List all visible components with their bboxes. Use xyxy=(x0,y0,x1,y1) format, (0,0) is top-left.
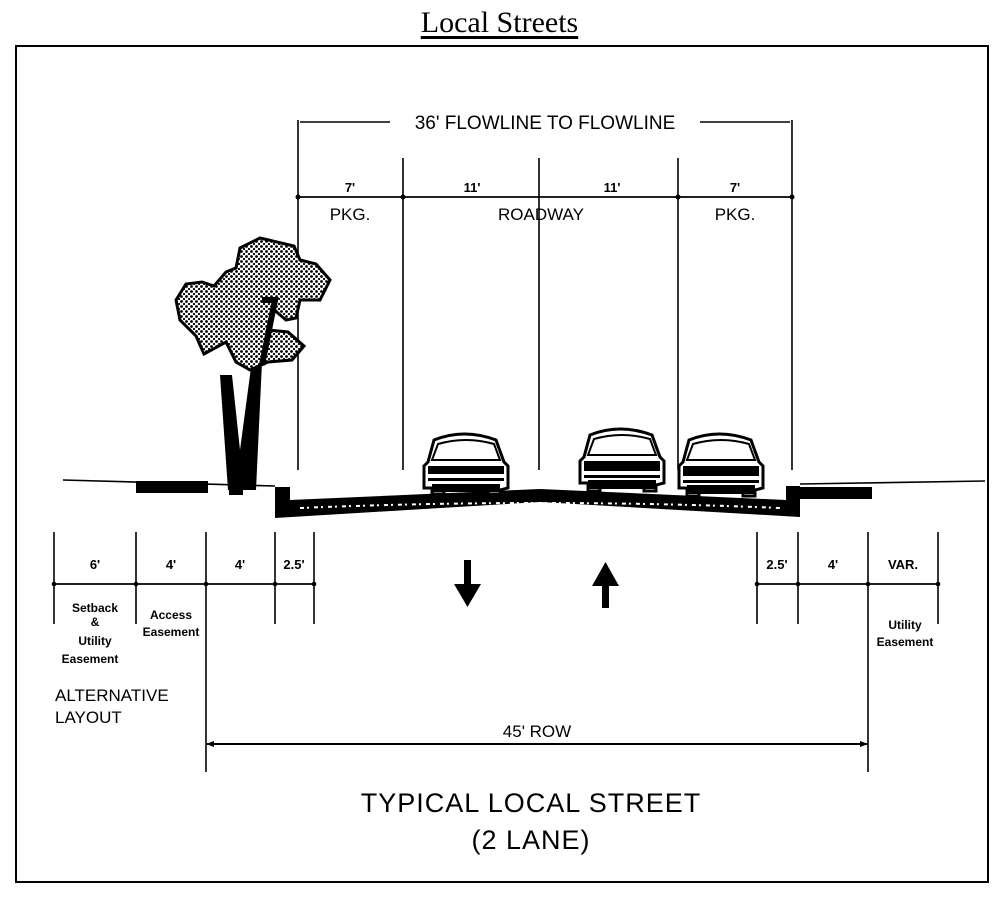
tree-icon xyxy=(174,236,332,490)
note-setback-4: Easement xyxy=(62,652,119,666)
note-access-1: Access xyxy=(150,608,192,622)
up-arrow-icon xyxy=(592,562,619,608)
flowline-dimension: 36' FLOWLINE TO FLOWLINE xyxy=(297,113,793,470)
car-icon xyxy=(578,427,666,493)
note-utility-2: Easement xyxy=(877,635,934,649)
row-dimension-ticks xyxy=(51,532,941,772)
car-icon xyxy=(677,432,765,498)
alternative-layout-label: ALTERNATIVE LAYOUT xyxy=(55,686,169,727)
alt-layout-line-1: ALTERNATIVE xyxy=(55,686,169,705)
dim-sidewalk-right: 4' xyxy=(828,557,838,572)
dim-setback: 6' xyxy=(90,557,100,572)
easement-notes: Setback & Utility Easement Access Easeme… xyxy=(62,601,934,666)
row-dimension-labels: 6' 4' 4' 2.5' 2.5' 4' VAR. xyxy=(90,557,918,572)
car-icon xyxy=(422,432,510,496)
dim-lane-left: 11' xyxy=(464,180,481,195)
dim-curb-left: 2.5' xyxy=(283,557,304,572)
dim-pkg-right: 7' xyxy=(730,180,740,195)
caption-line-2: (2 LANE) xyxy=(471,825,590,855)
row-total-dimension: 45' ROW xyxy=(206,722,868,747)
dim-sidewalk-left: 4' xyxy=(235,557,245,572)
page-title-text: Local Streets xyxy=(420,6,579,39)
dim-utility-right: VAR. xyxy=(888,557,918,572)
diagram-caption: TYPICAL LOCAL STREET (2 LANE) xyxy=(361,788,702,855)
label-pkg-left: PKG. xyxy=(330,205,371,224)
dim-access: 4' xyxy=(166,557,176,572)
row-total-label: 45' ROW xyxy=(503,722,571,741)
caption-line-1: TYPICAL LOCAL STREET xyxy=(361,788,702,818)
note-access-2: Easement xyxy=(143,625,200,639)
flowline-label: 36' FLOWLINE TO FLOWLINE xyxy=(415,113,676,134)
alt-layout-line-2: LAYOUT xyxy=(55,708,122,727)
drawing-frame xyxy=(15,45,989,883)
dim-lane-right: 11' xyxy=(604,180,621,195)
pavement-base xyxy=(299,502,781,509)
lane-dividers xyxy=(402,158,679,470)
lane-dimension-line: 7' 11' 11' 7' PKG. ROADWAY PKG. xyxy=(295,180,795,224)
label-roadway: ROADWAY xyxy=(498,205,584,224)
note-setback-3: Utility xyxy=(78,634,112,648)
note-setback-2: & xyxy=(91,615,100,629)
note-setback-1: Setback xyxy=(72,601,118,615)
dim-pkg-left: 7' xyxy=(345,180,355,195)
page-title: Local Streets xyxy=(0,6,999,40)
ground-profile xyxy=(62,479,986,518)
down-arrow-icon xyxy=(454,560,481,607)
dim-curb-right: 2.5' xyxy=(766,557,787,572)
label-pkg-right: PKG. xyxy=(715,205,756,224)
note-utility-1: Utility xyxy=(888,618,922,632)
